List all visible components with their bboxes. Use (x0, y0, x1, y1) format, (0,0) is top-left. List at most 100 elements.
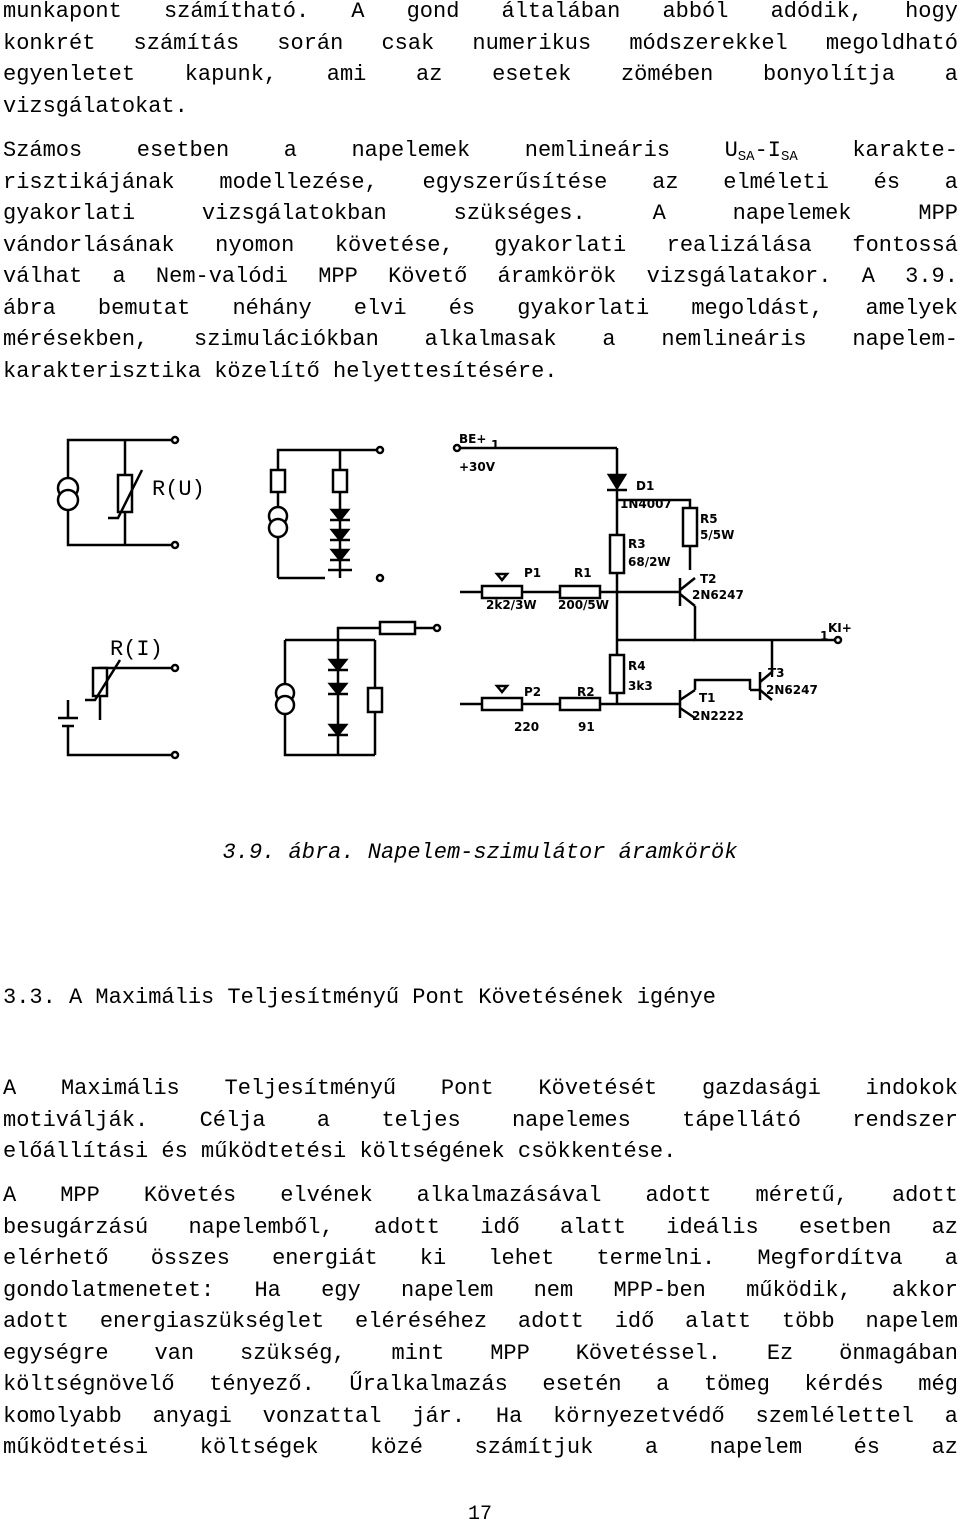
word: néhány (232, 295, 312, 321)
word: 3.9. (905, 264, 958, 289)
word: számítás (133, 30, 240, 56)
t2-type: 2N6247 (692, 588, 744, 602)
word: karakte- (852, 138, 958, 163)
ri-label: R(I) (110, 637, 163, 662)
word: egységre (3, 1340, 109, 1366)
word: esetén (542, 1372, 622, 1397)
r4-label: R4 (628, 659, 646, 673)
word: mint (391, 1340, 445, 1366)
word: energiaszükséglet (99, 1309, 325, 1334)
t2-label: T2 (700, 572, 717, 586)
word: elvének (280, 1183, 373, 1208)
word: rendszer (852, 1107, 958, 1133)
word: besugárzású (3, 1214, 149, 1240)
word: még (918, 1372, 958, 1397)
ri-circuit (58, 659, 180, 760)
word: áramkörök (497, 264, 617, 289)
word: MPP (60, 1183, 100, 1208)
word: Követés (143, 1183, 237, 1208)
word: gyakorlati (517, 295, 650, 321)
word: gazdasági (701, 1076, 821, 1101)
word: konkrét (3, 30, 96, 56)
word: Maximális (60, 1076, 180, 1101)
u-i-symbol: USA-ISA (725, 135, 798, 167)
word: módszerekkel (629, 30, 788, 56)
r3-value: 68/2W (628, 555, 671, 569)
word: szemlélettel (755, 1403, 914, 1429)
word: Ez (766, 1340, 794, 1366)
word: megoldást, (691, 295, 824, 321)
word: és (853, 1435, 881, 1460)
t1-label: T1 (699, 691, 716, 705)
word: szükség, (240, 1340, 346, 1366)
word: adódik, (770, 0, 863, 24)
word: Követését (538, 1076, 658, 1101)
word: napelemek (351, 138, 471, 163)
word: hogy (905, 0, 958, 24)
word: nem (533, 1277, 574, 1303)
word: napelemes (511, 1107, 631, 1133)
word: nyomon (215, 232, 295, 258)
i-subscript: SA (780, 149, 798, 165)
word: kérdés (804, 1372, 884, 1397)
p1-value: 2k2/3W (486, 598, 537, 612)
word: napelemek (732, 201, 852, 226)
word: A (652, 201, 666, 226)
word: kapunk, (184, 62, 278, 87)
word: teljes (381, 1107, 461, 1133)
word: elérhető (3, 1246, 109, 1271)
word: adott (517, 1309, 584, 1334)
word: összes (150, 1246, 230, 1271)
word: tápellátó (682, 1107, 801, 1133)
word: MPP (318, 264, 358, 289)
word: komolyabb (3, 1403, 122, 1429)
word: realizálása (666, 232, 812, 258)
word: az (931, 1214, 958, 1240)
word: adott (891, 1183, 958, 1208)
p2-value: 220 (514, 720, 539, 734)
word: szimulációkban (194, 327, 379, 352)
word: MPP-ben (613, 1277, 706, 1303)
word: munkapont (3, 0, 122, 24)
r1-label: R1 (574, 566, 592, 580)
word: méretű, (755, 1183, 848, 1208)
word: Követő (388, 264, 468, 289)
word: általában (501, 0, 621, 24)
word: nemlineáris (661, 327, 807, 352)
d1-type: 1N4007 (620, 497, 672, 511)
r5-label: R5 (700, 512, 718, 526)
word: motiválják. (3, 1107, 149, 1133)
d1-label: D1 (636, 479, 654, 493)
ki-label: KI+ (828, 621, 852, 635)
r2-value: 91 (578, 720, 595, 734)
word: zömében (620, 62, 714, 87)
word: amelyek (865, 295, 958, 321)
p1-label: P1 (524, 566, 541, 580)
word: bemutat (97, 295, 191, 321)
word: adott (3, 1309, 70, 1334)
word: a (644, 1435, 659, 1460)
cell-array-circuit-2 (274, 620, 442, 757)
word: a (283, 138, 297, 163)
word: napelem- (852, 327, 958, 352)
word: az (652, 169, 679, 195)
word: indokok (865, 1076, 958, 1101)
word: a (944, 1246, 958, 1271)
figure-caption: 3.9. ábra. Napelem-szimulátor áramkörök (222, 840, 738, 865)
word: közé (370, 1435, 423, 1460)
word: Nem-valódi (155, 264, 288, 289)
word: környezetvédő (553, 1403, 725, 1429)
word: idő (480, 1214, 520, 1240)
